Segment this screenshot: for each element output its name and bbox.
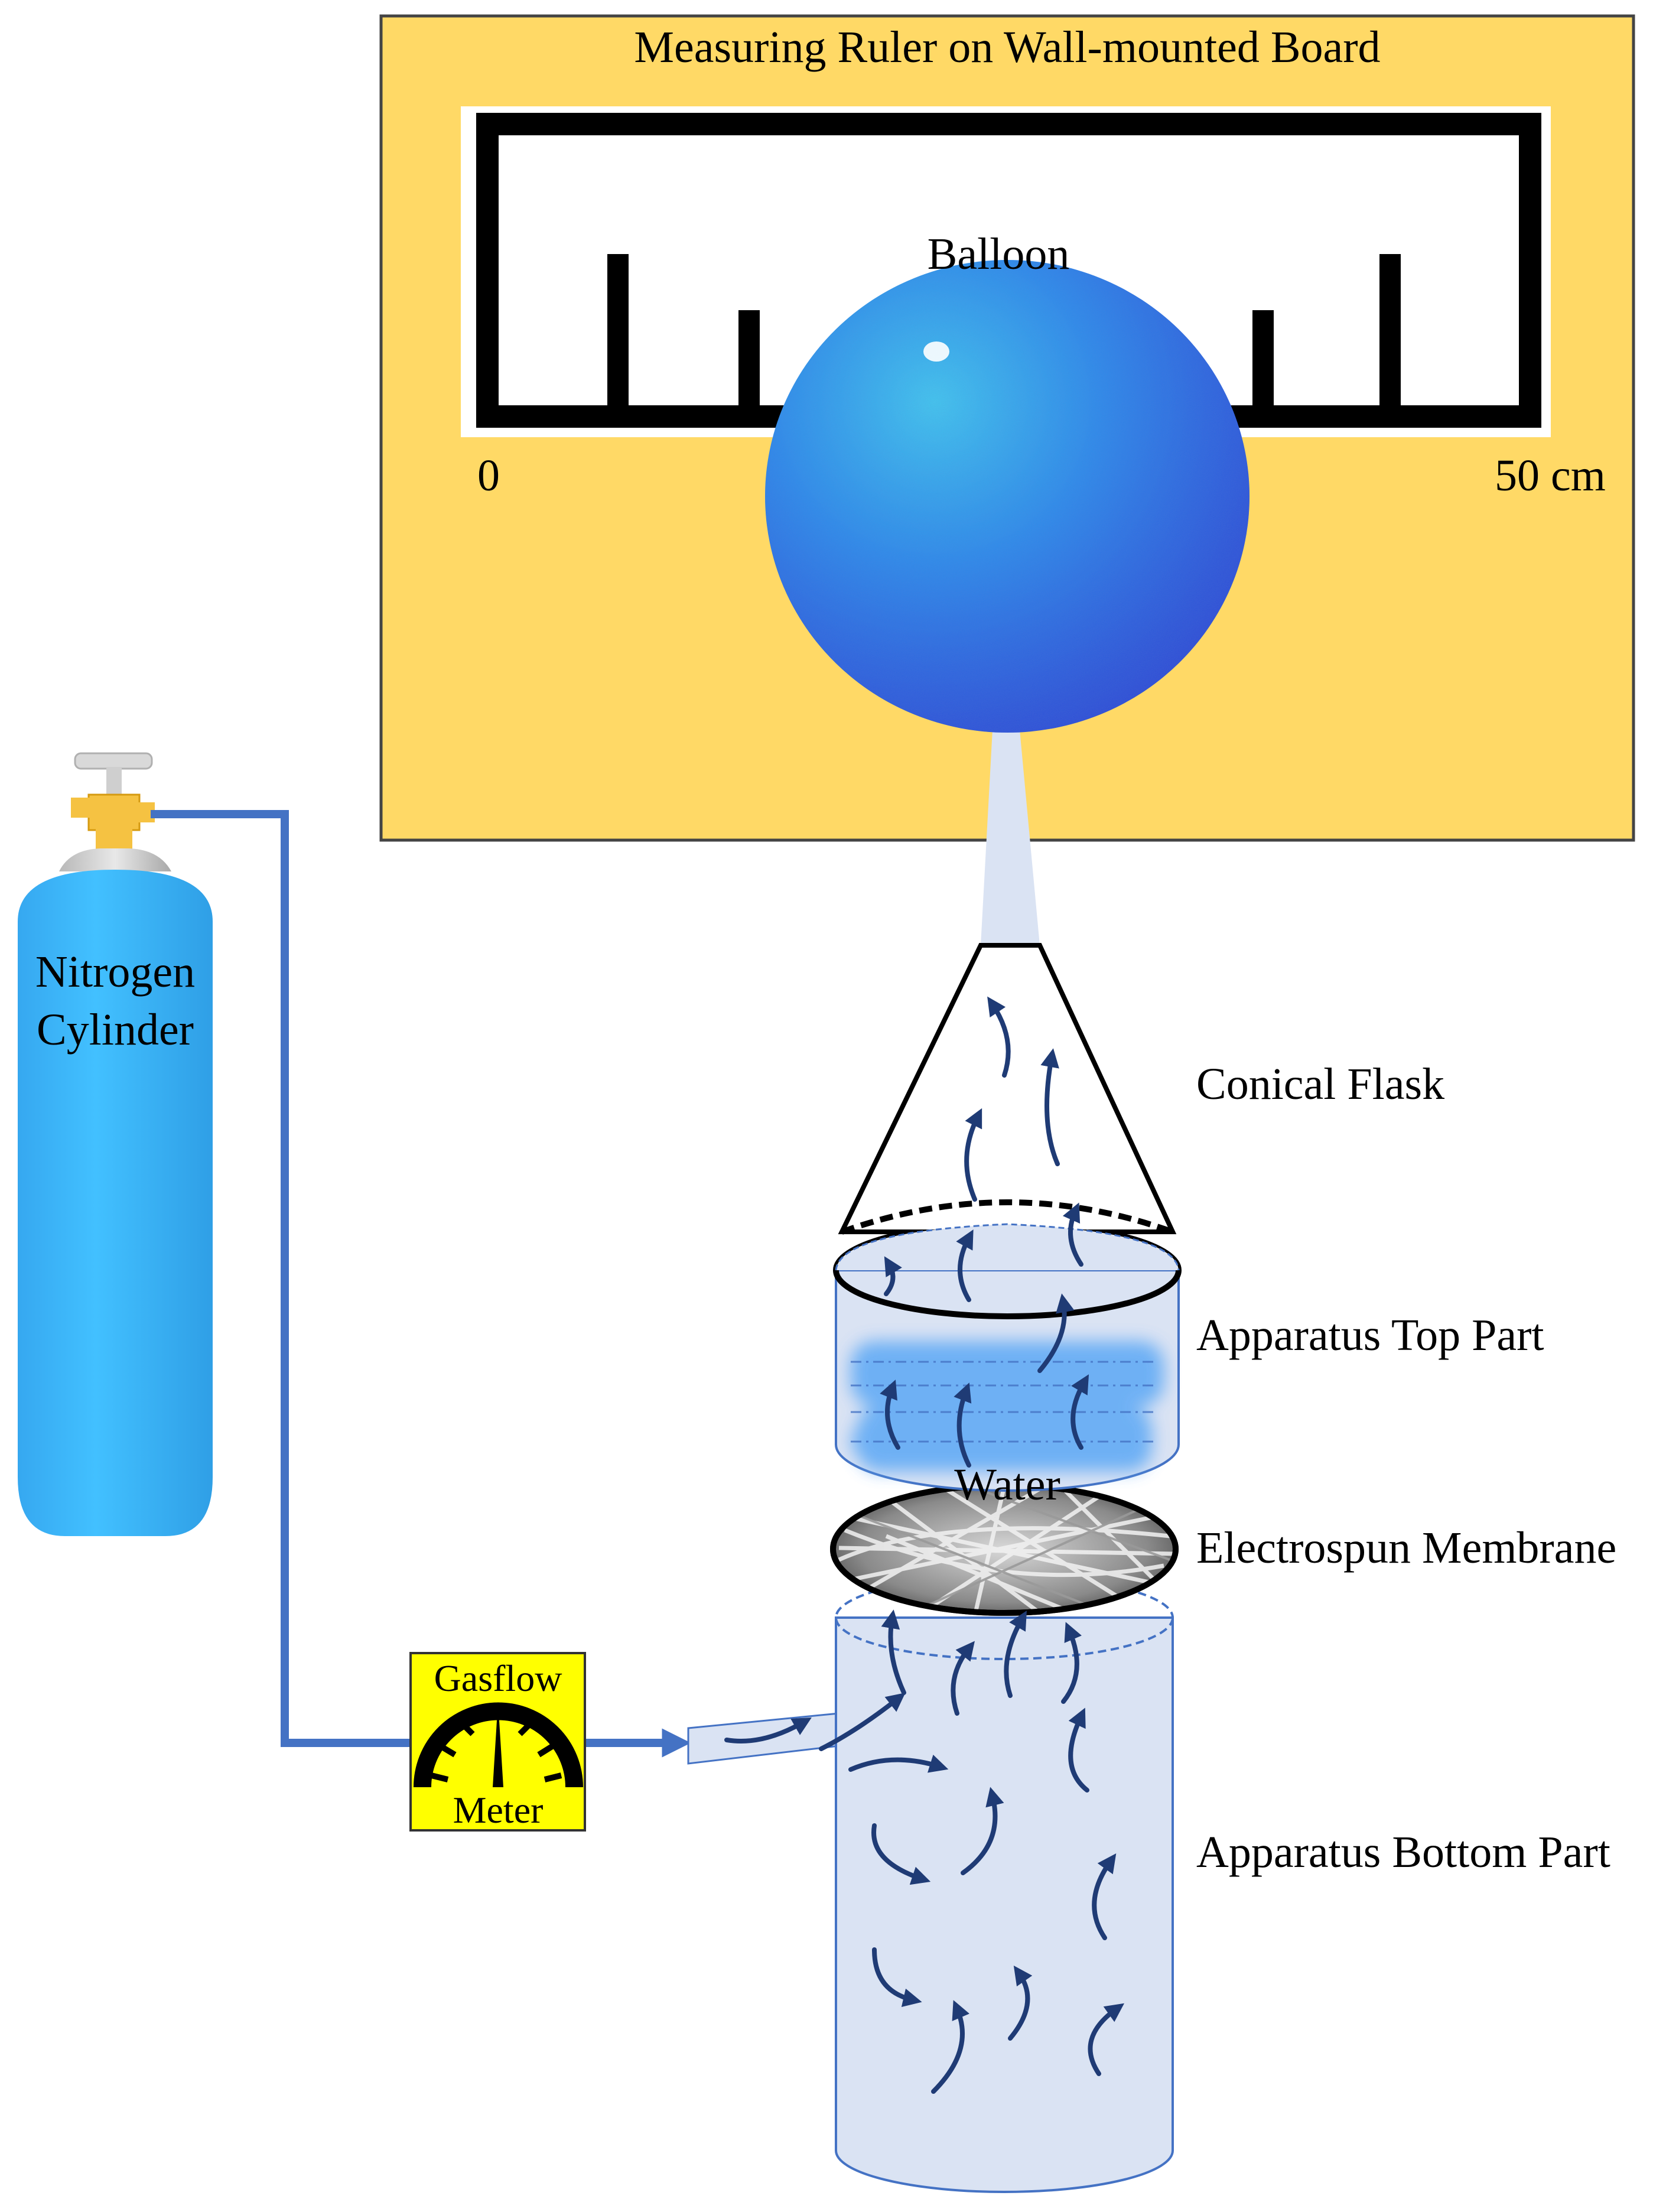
gas-flow-arrows — [724, 996, 1125, 2094]
ruler-start-label: 0 — [477, 451, 500, 500]
balloon-label: Balloon — [928, 229, 1070, 279]
gasflow-meter: Gasflow Meter — [409, 1652, 586, 1832]
membrane-label: Electrospun Membrane — [1196, 1523, 1616, 1573]
balloon — [765, 243, 1249, 733]
ruler-tick — [1252, 310, 1274, 419]
cylinder-label-line1: Nitrogen — [35, 947, 195, 997]
apparatus-bottom-label: Apparatus Bottom Part — [1196, 1827, 1610, 1877]
nitrogen-cylinder: Nitrogen Cylinder — [18, 752, 213, 1536]
gasflow-label-line2: Meter — [453, 1789, 544, 1831]
conical-flask — [835, 943, 1180, 1271]
ruler-tick — [1379, 254, 1401, 419]
board-title: Measuring Ruler on Wall-mounted Board — [634, 22, 1380, 72]
balloon-neck — [981, 730, 1040, 945]
gas-tubing — [151, 810, 691, 1758]
apparatus-top-label: Apparatus Top Part — [1196, 1310, 1544, 1360]
electrospun-membrane — [830, 1482, 1179, 1616]
cylinder-label-line2: Cylinder — [37, 1005, 194, 1055]
ruler-tick — [607, 254, 629, 419]
water-label: Water — [954, 1460, 1060, 1510]
ruler-end-label: 50 cm — [1495, 451, 1606, 500]
gasflow-label-line1: Gasflow — [434, 1657, 562, 1699]
wall-board: Measuring Ruler on Wall-mounted Board 0 … — [379, 14, 1635, 945]
conical-flask-label: Conical Flask — [1196, 1059, 1444, 1109]
water — [851, 1341, 1164, 1471]
ruler-tick — [738, 310, 760, 419]
gauge-needle-icon — [493, 1702, 503, 1787]
